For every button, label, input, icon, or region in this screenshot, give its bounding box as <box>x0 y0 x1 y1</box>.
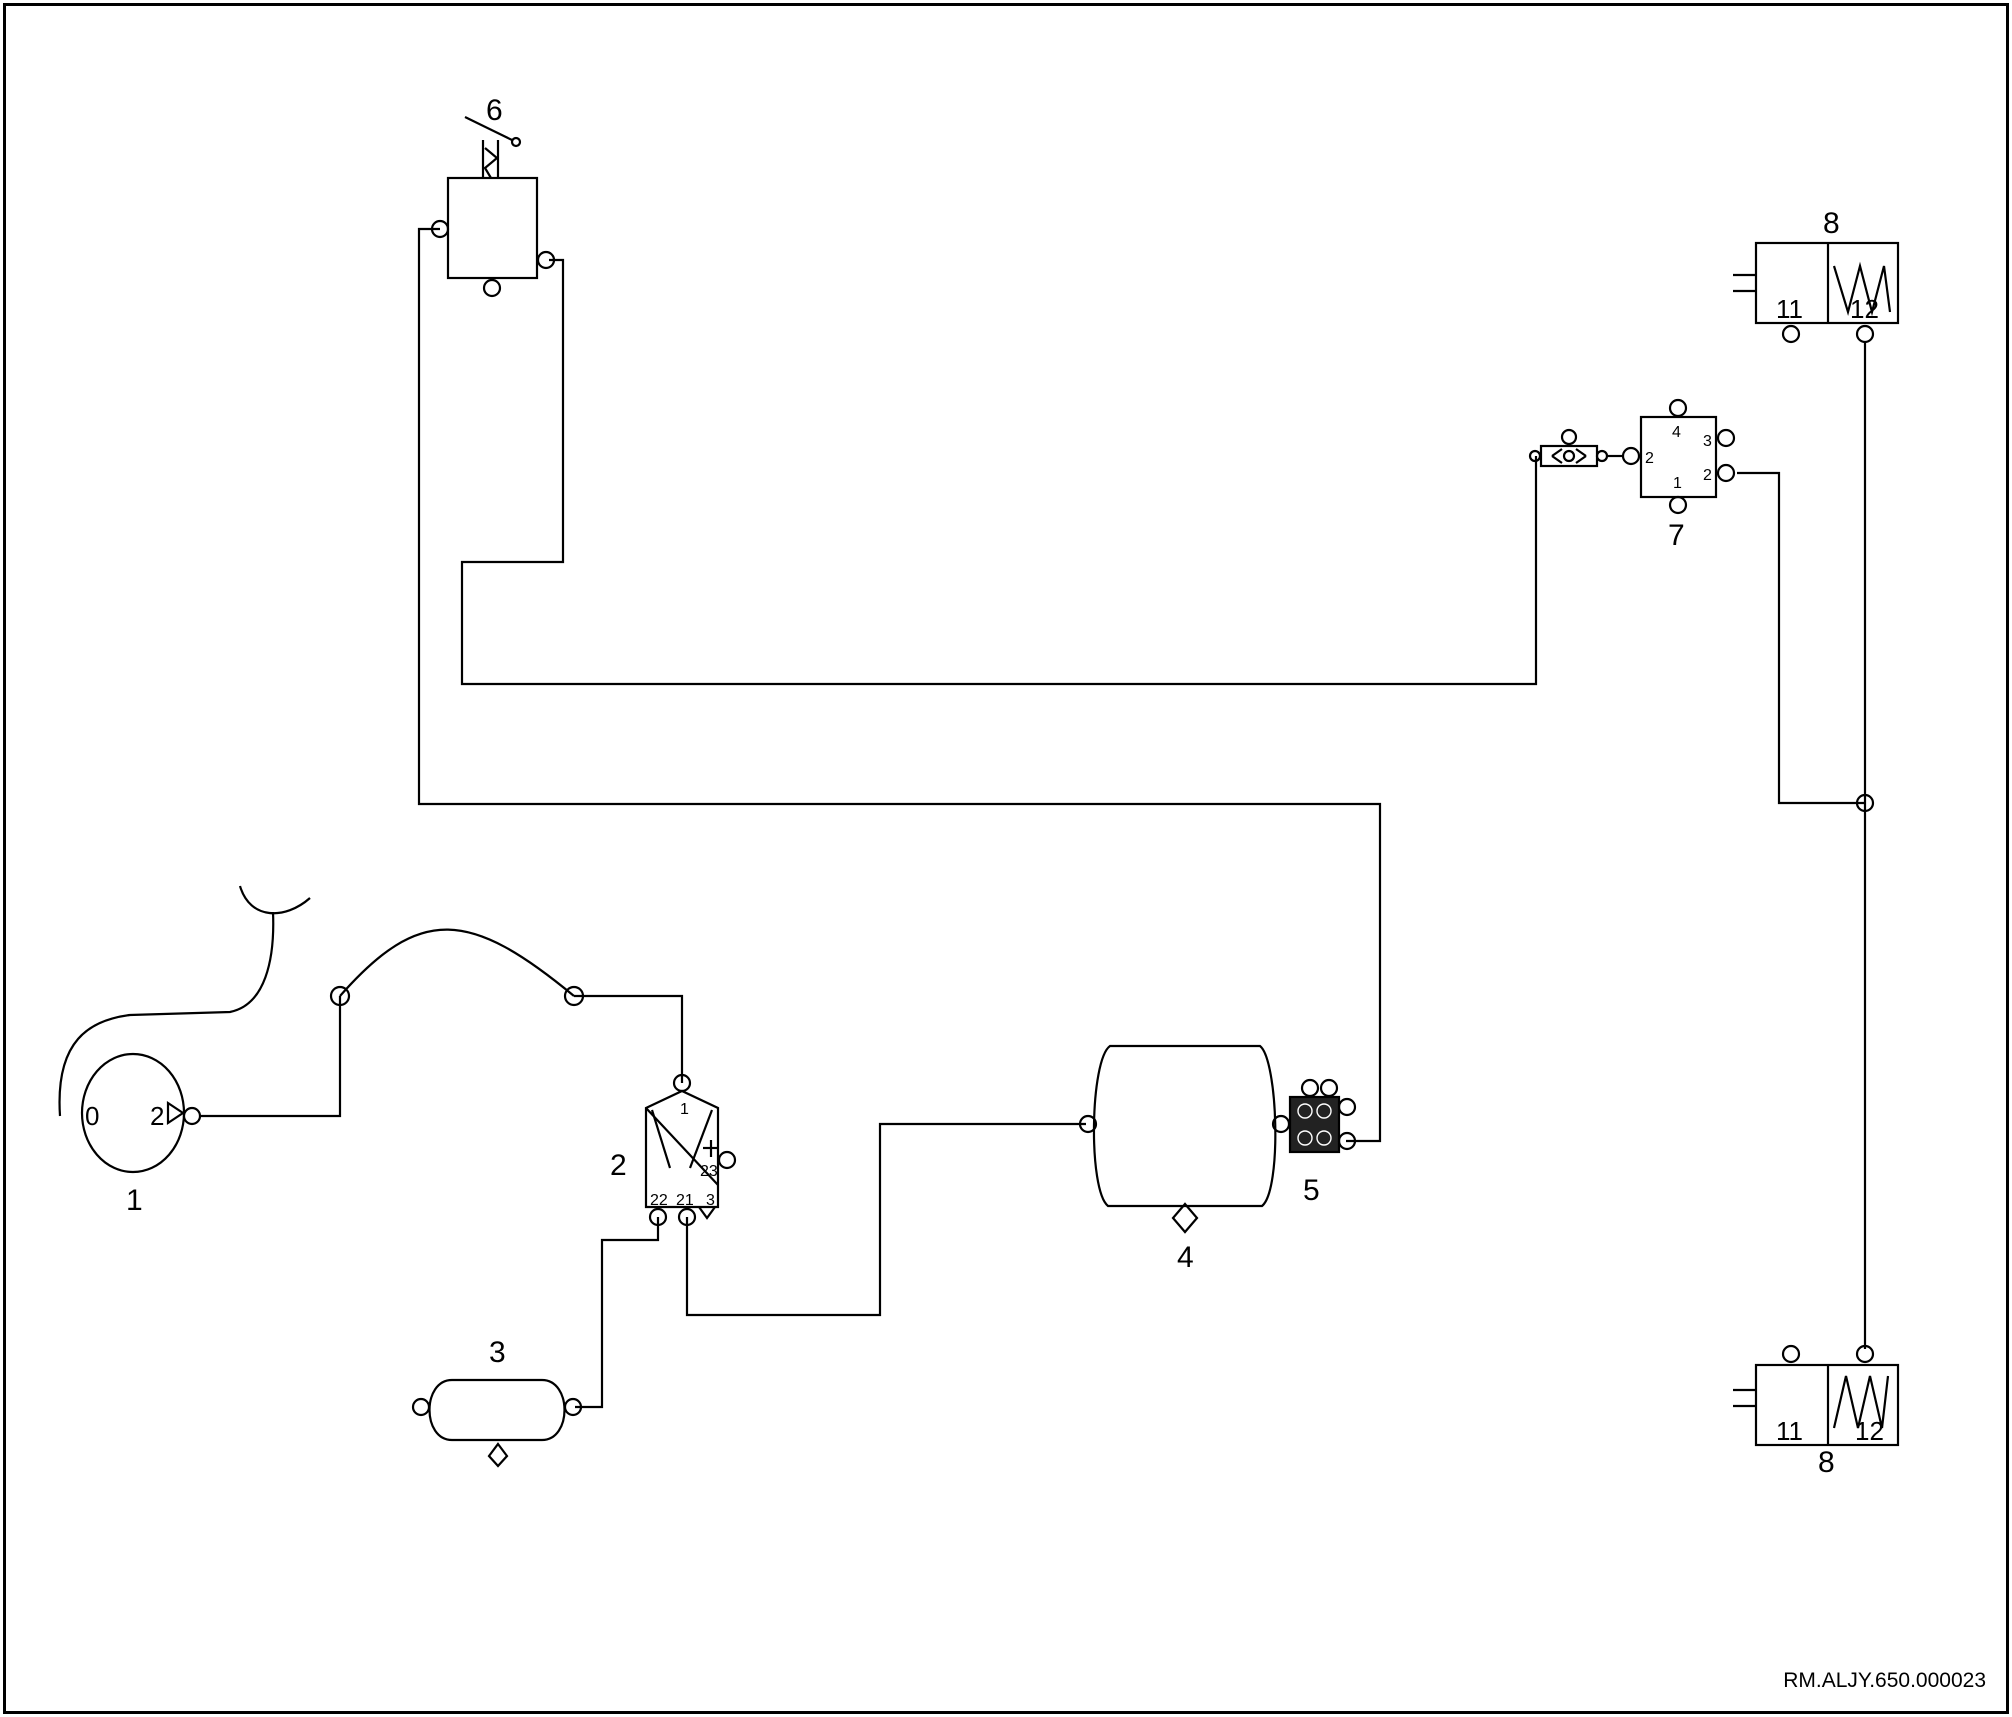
hose-connector-left <box>329 985 351 1007</box>
dryer-port-label-21: 21 <box>676 1192 694 1209</box>
chamber-bottom-port-12 <box>1855 1344 1875 1364</box>
chamber-spring-bottom <box>1832 1375 1890 1429</box>
relay-port-label-1: 1 <box>1673 475 1682 492</box>
chamber-top-label-11: 11 <box>1776 294 1803 324</box>
relay-port-label-2-left: 2 <box>1645 450 1654 467</box>
check-valve-port-right <box>1595 449 1609 463</box>
air-dryer <box>644 1073 737 1227</box>
chamber-top-label-12: 12 <box>1850 294 1879 324</box>
dryer-port-label-1: 1 <box>680 1101 689 1118</box>
relay-port-2-left <box>1621 446 1641 466</box>
dryer-port-label-23: 23 <box>700 1163 718 1180</box>
block-port-top-2 <box>1319 1078 1339 1098</box>
main-tank-drain <box>1171 1202 1199 1234</box>
chamber-top-port-12 <box>1855 324 1875 344</box>
double-check-valve <box>1528 428 1622 468</box>
pipe-to-dryer-inlet <box>574 994 684 1083</box>
pipe-handbrake-valve-to-relay <box>460 258 1538 686</box>
pipe-relay-to-chambers <box>1737 471 1865 805</box>
callout-8-bottom: 8 <box>1818 1446 1835 1479</box>
brake-chamber-top <box>1733 241 1900 344</box>
callout-4: 4 <box>1177 1241 1194 1274</box>
relay-port-2-right <box>1716 463 1736 483</box>
relay-port-label-3: 3 <box>1703 433 1712 450</box>
drawing-reference-number: RM.ALJY.650.000023 <box>1783 1669 1986 1692</box>
compressor-outlet-triangle <box>166 1100 185 1126</box>
relay-port-1 <box>1668 495 1688 515</box>
block-port-right-1 <box>1337 1097 1357 1117</box>
hand-brake-lever <box>464 116 513 141</box>
compressor-drive-cable <box>58 911 275 1117</box>
block-port-top-1 <box>1300 1078 1320 1098</box>
chamber-top-port-11 <box>1781 324 1801 344</box>
dryer-port-21 <box>677 1207 697 1227</box>
callout-2: 2 <box>610 1149 627 1182</box>
diagram-frame <box>3 3 2009 1714</box>
callout-5: 5 <box>1303 1174 1320 1207</box>
chamber-bottom-label-12: 12 <box>1855 1416 1884 1446</box>
relay-port-3 <box>1716 428 1736 448</box>
callout-3: 3 <box>489 1336 506 1369</box>
relay-port-label-4: 4 <box>1672 424 1681 441</box>
regeneration-tank <box>411 1378 583 1468</box>
pipe-compressor-outlet <box>199 996 342 1118</box>
main-tank-inlet-port <box>1078 1114 1098 1134</box>
callout-7: 7 <box>1668 519 1685 552</box>
dryer-port-label-22: 22 <box>650 1192 668 1209</box>
handbrake-port-left <box>430 219 450 239</box>
regen-tank-port-left <box>411 1397 431 1417</box>
callout-1: 1 <box>126 1184 143 1217</box>
chamber-bottom-label-11: 11 <box>1776 1416 1803 1446</box>
relay-port-label-2-right: 2 <box>1703 467 1712 484</box>
cable-end-hook <box>238 885 311 915</box>
handbrake-port-bottom <box>482 278 502 298</box>
compressor-port-label-0: 0 <box>85 1101 99 1131</box>
relay-valve <box>1621 398 1736 515</box>
compressor <box>80 1052 202 1174</box>
callout-8-top: 8 <box>1823 207 1840 240</box>
regen-tank-port-right <box>563 1397 583 1417</box>
pipe-dryer-to-tank <box>685 1122 1086 1317</box>
pipe-lines <box>58 227 1867 1409</box>
compressor-outlet-port <box>182 1106 202 1126</box>
dryer-port-label-3: 3 <box>706 1192 715 1209</box>
brake-chamber-bottom <box>1733 1344 1900 1447</box>
relay-port-4 <box>1668 398 1688 418</box>
regen-tank-drain <box>487 1442 509 1468</box>
hose-connector-right <box>563 985 585 1007</box>
dryer-port-23 <box>717 1150 737 1170</box>
pipe-block-to-handbrake-valve <box>417 227 1382 1143</box>
chamber-spring-top <box>1832 261 1892 317</box>
chamber-bottom-port-11 <box>1781 1344 1801 1364</box>
dryer-inlet-port <box>672 1073 692 1093</box>
junction-relay-chambers <box>1855 793 1875 813</box>
flexible-hose <box>339 928 575 997</box>
check-valve-port-left <box>1528 449 1542 463</box>
main-air-tank <box>1078 1044 1291 1234</box>
distribution-block <box>1288 1078 1357 1154</box>
callout-6: 6 <box>486 94 503 127</box>
compressor-port-label-2: 2 <box>150 1101 164 1131</box>
hand-brake-valve <box>430 116 556 298</box>
handbrake-port-right <box>536 250 556 270</box>
pipe-dryer-to-regen-tank <box>575 1217 660 1409</box>
block-port-right-2 <box>1337 1131 1357 1151</box>
dryer-port-22 <box>648 1207 668 1227</box>
